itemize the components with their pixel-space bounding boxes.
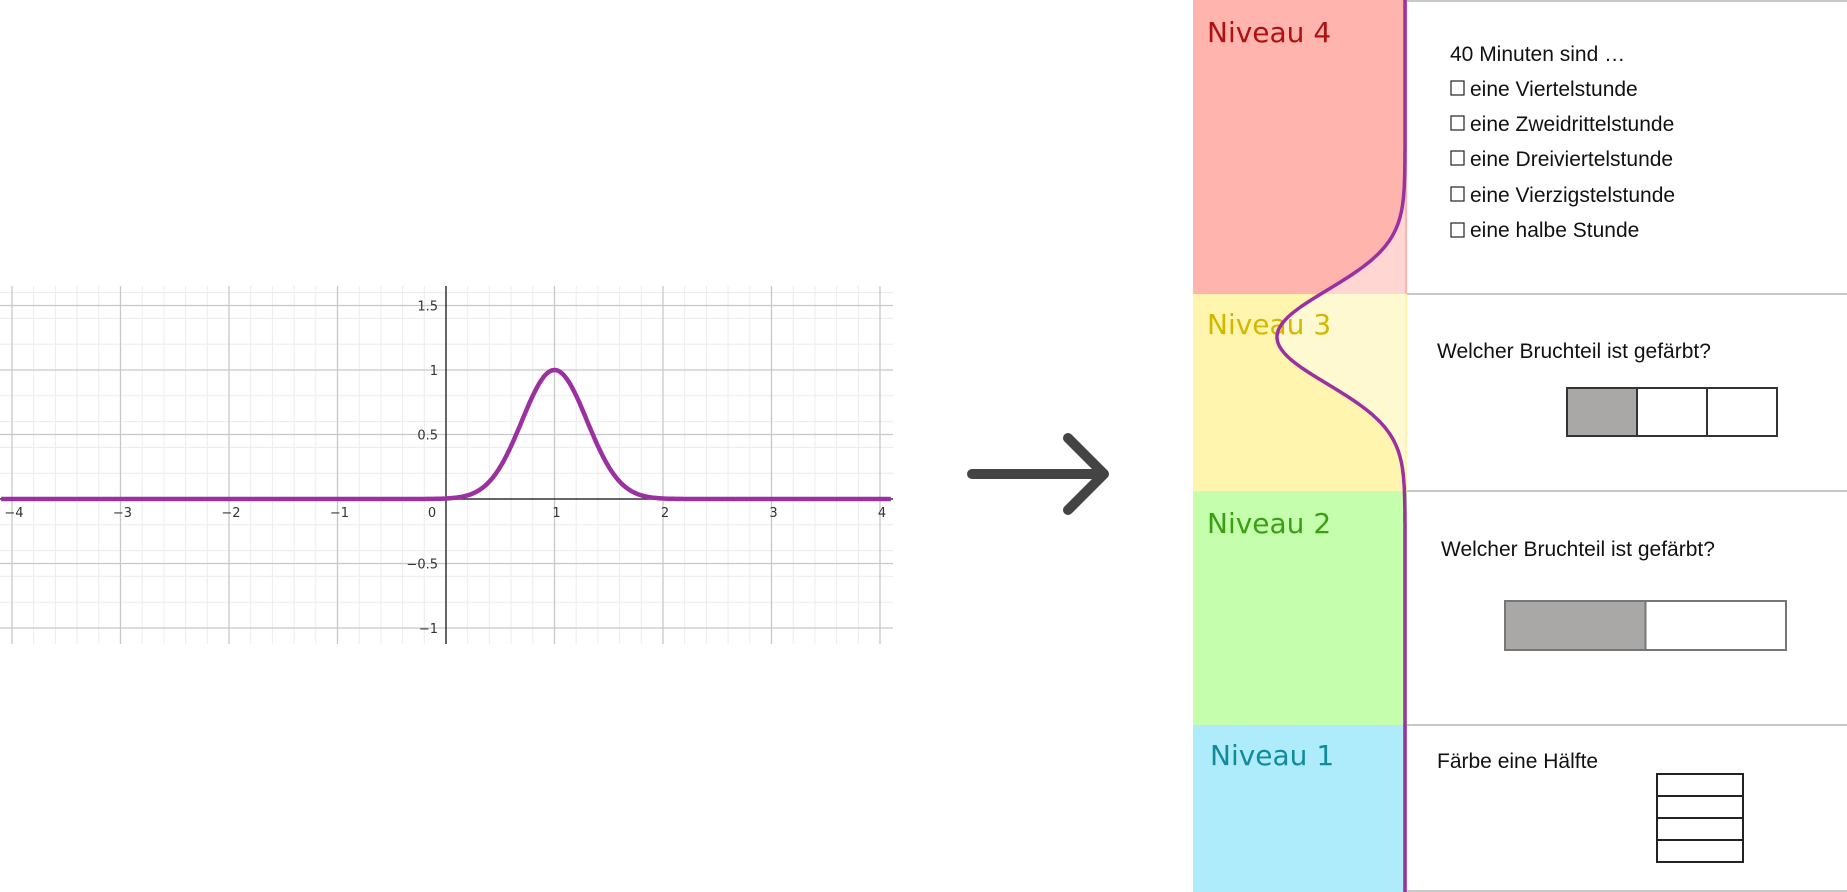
empty-part [1644,600,1787,651]
level-2-question: Welcher Bruchteil ist gefärbt? [1441,538,1715,561]
x-tick-label: −1 [330,506,349,521]
sideways-gaussian-curve [1275,0,1407,892]
checkbox-icon[interactable] [1450,186,1465,202]
level-4-question: 40 Minuten sind … [1450,43,1625,66]
option-label: eine Viertelstunde [1470,78,1638,101]
option-label: eine Zweidrittelstunde [1470,113,1674,136]
empty-part [1636,387,1708,437]
tick-labels: −4 −3 −2 −1 1 2 3 4 0 1.5 1 0.5 −0.5 −1 [4,300,886,638]
option-label: eine halbe Stunde [1470,219,1639,242]
level-4-band [1193,0,1407,294]
x-tick-label: 4 [878,506,886,521]
option-item[interactable]: eine Zweidrittelstunde [1450,113,1674,136]
level-1-label: Niveau 1 [1210,739,1334,772]
option-item[interactable]: eine Vierzigstelstunde [1450,184,1675,207]
y-tick-label: 1 [430,364,438,379]
option-item[interactable]: eine Dreiviertelstunde [1450,148,1673,171]
fraction-grid-quarters[interactable] [1656,773,1744,863]
level-4-label: Niveau 4 [1207,16,1331,49]
y-tick-label: −0.5 [406,558,438,573]
option-item[interactable]: eine halbe Stunde [1450,219,1639,242]
level-3-label: Niveau 3 [1207,308,1331,341]
level-2-band [1193,491,1407,725]
fraction-bar-thirds [1566,387,1778,437]
option-label: eine Vierzigstelstunde [1470,184,1675,207]
x-tick-label: −4 [4,506,23,521]
checkbox-icon[interactable] [1450,150,1465,166]
x-tick-label: 3 [769,506,777,521]
level-2-label: Niveau 2 [1207,507,1331,540]
checkbox-icon[interactable] [1450,222,1465,238]
checkbox-icon[interactable] [1450,115,1465,131]
colorable-part[interactable] [1656,795,1744,819]
empty-part [1706,387,1778,437]
levels-panel: Niveau 4 Niveau 3 Niveau 2 Niveau 1 40 M… [1193,0,1847,892]
x-tick-label: −3 [113,506,132,521]
colorable-part[interactable] [1656,817,1744,841]
gaussian-curve [0,367,893,502]
fraction-bar-halves [1504,600,1787,651]
x-tick-label: 1 [552,506,560,521]
checkbox-icon[interactable] [1450,80,1465,96]
axes [0,286,893,644]
y-tick-label: 1.5 [417,300,438,315]
shaded-part [1566,387,1638,437]
gaussian-graph: −4 −3 −2 −1 1 2 3 4 0 1.5 1 0.5 −0.5 −1 [0,286,893,644]
level-1-question: Färbe eine Hälfte [1437,750,1598,773]
colorable-part[interactable] [1656,839,1744,863]
level-3-band [1193,294,1407,491]
level-1-band [1193,725,1407,892]
x-tick-label: −2 [221,506,240,521]
y-tick-label: −1 [419,622,438,637]
level-3-question: Welcher Bruchteil ist gefärbt? [1437,340,1711,363]
y-tick-label: 0.5 [417,429,438,444]
arrow-right-icon [967,433,1109,515]
x-tick-label: 2 [661,506,669,521]
option-list: eine Viertelstunde eine Zweidrittelstund… [1450,78,1675,242]
option-label: eine Dreiviertelstunde [1470,148,1673,171]
shaded-part [1504,600,1647,651]
option-item[interactable]: eine Viertelstunde [1450,78,1638,101]
origin-label: 0 [428,506,436,521]
colorable-part[interactable] [1656,773,1744,797]
